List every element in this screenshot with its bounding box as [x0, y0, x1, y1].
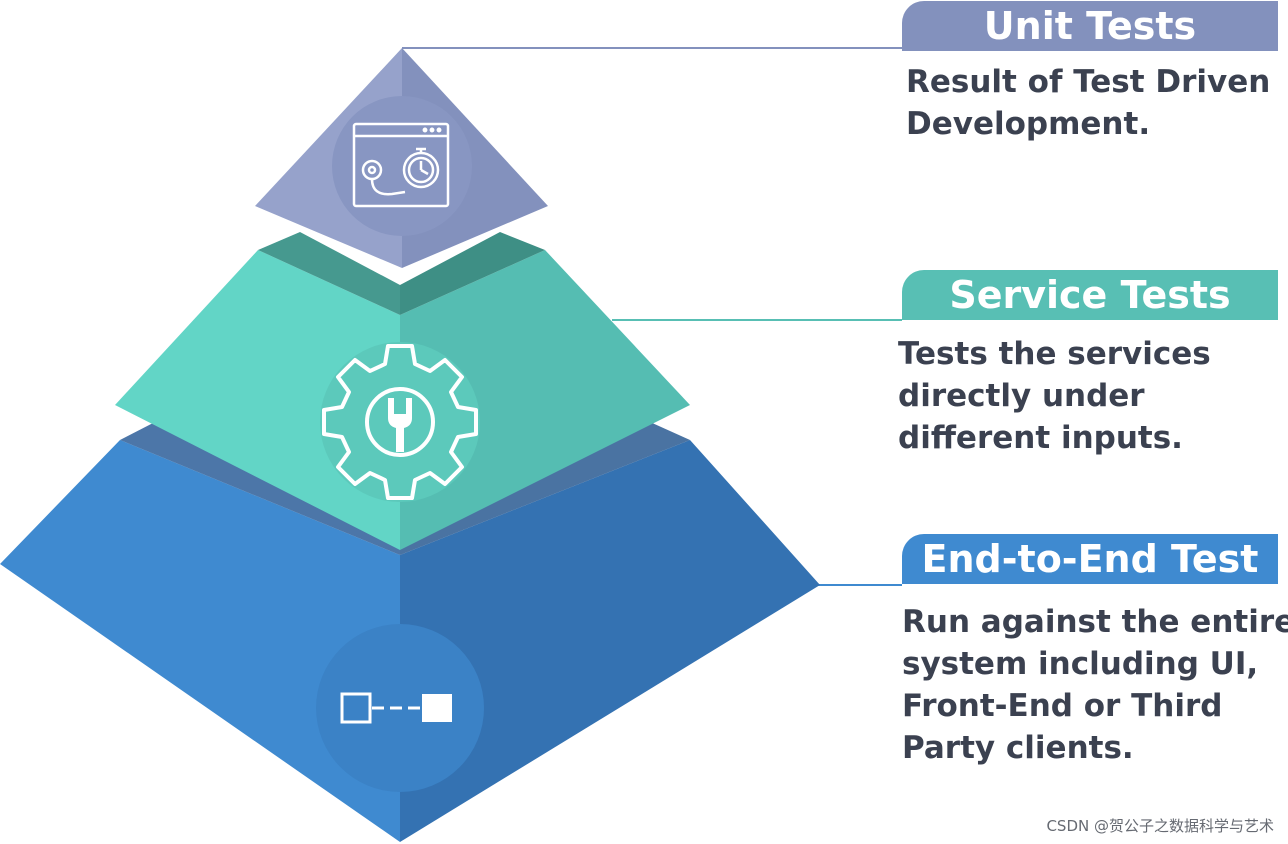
unit-desc-line: Result of Test Driven: [906, 64, 1271, 100]
stopwatch-browser-icon: [352, 122, 450, 208]
service-desc-line: different inputs.: [898, 420, 1183, 456]
e2e-desc-line: Run against the entire: [902, 604, 1288, 640]
tier-middle-shape: [115, 232, 690, 550]
watermark: CSDN @贺公子之数据科学与艺术: [1046, 817, 1274, 835]
e2e-desc-line: system including UI,: [902, 646, 1259, 682]
tier-bottom-shape: [0, 422, 820, 842]
service-tests-title: Service Tests: [902, 270, 1278, 320]
gear-wrench-icon: [322, 344, 478, 500]
connected-nodes-icon: [340, 692, 452, 724]
end-to-end-test-description: Run against the entire system including …: [902, 601, 1288, 769]
e2e-desc-line: Front-End or Third: [902, 688, 1223, 724]
unit-tests-title: Unit Tests: [902, 1, 1278, 51]
service-desc-line: directly under: [898, 378, 1145, 414]
e2e-desc-line: Party clients.: [902, 730, 1134, 766]
service-tests-description: Tests the services directly under differ…: [898, 333, 1211, 459]
end-to-end-test-title: End-to-End Test: [902, 534, 1278, 584]
service-desc-line: Tests the services: [898, 336, 1211, 372]
unit-desc-line: Development.: [906, 106, 1151, 142]
unit-tests-description: Result of Test Driven Development.: [906, 61, 1270, 145]
